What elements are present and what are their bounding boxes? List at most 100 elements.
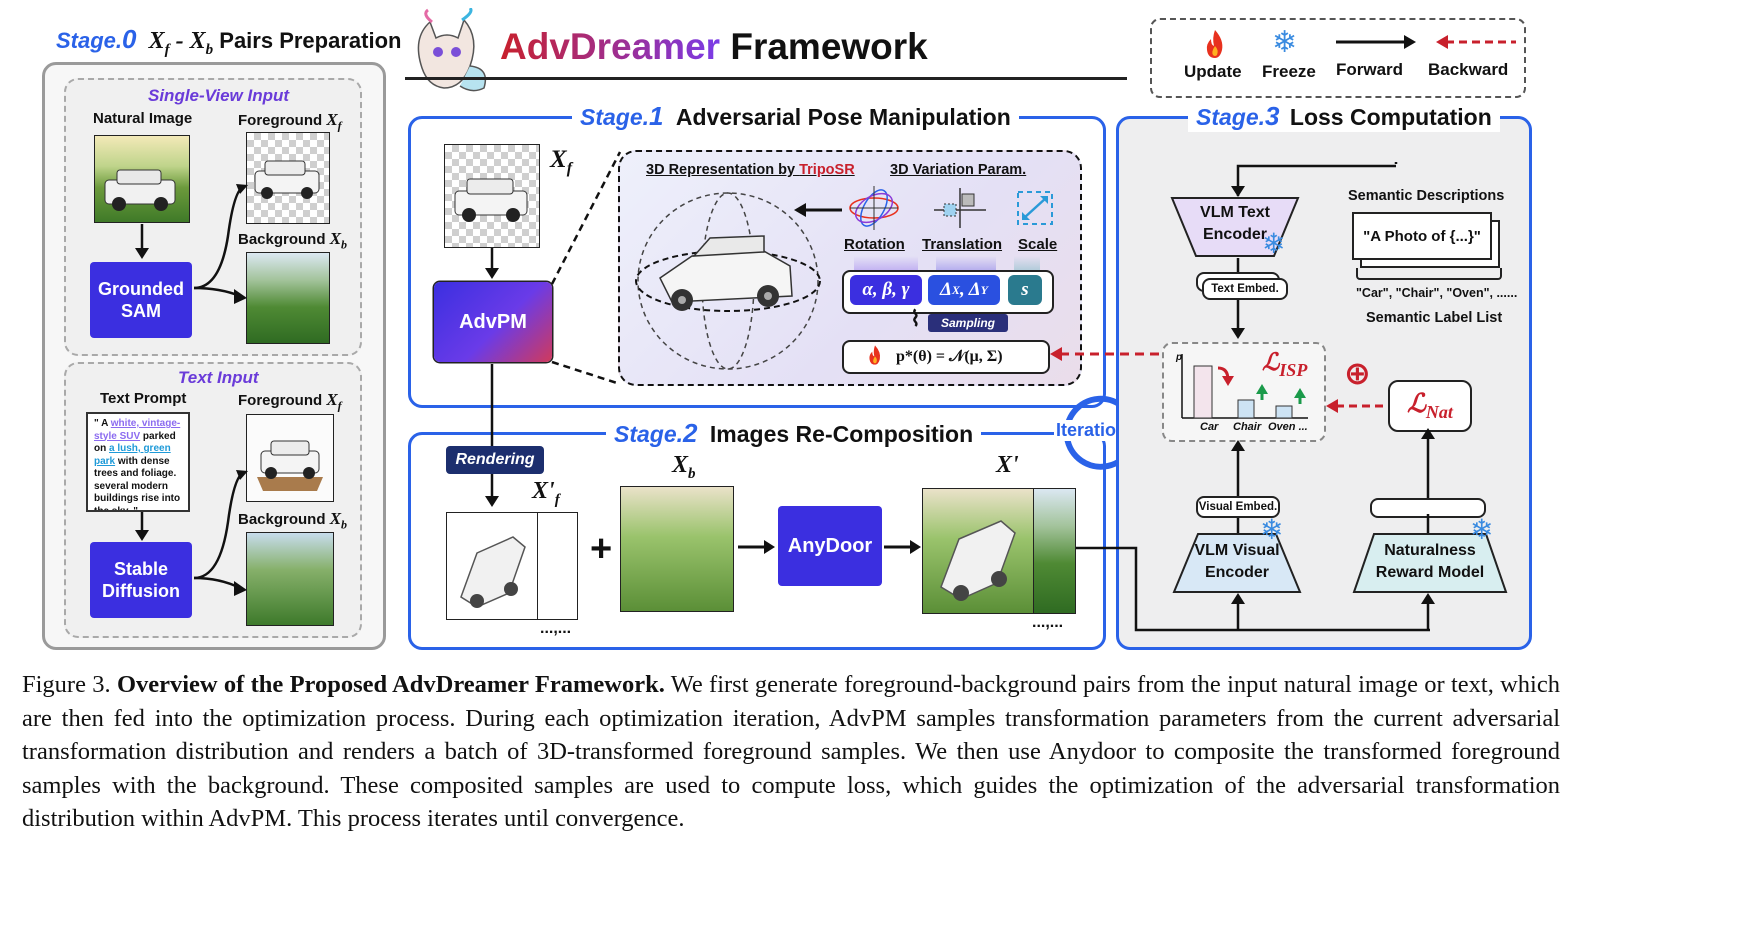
- semantic-desc-label: Semantic Descriptions: [1348, 188, 1505, 204]
- loop-to-text-encoder: [1231, 162, 1398, 197]
- fox-logo-icon: [402, 6, 492, 96]
- text-input-heading: Text Input: [178, 368, 259, 387]
- legend: Update ❄ Freeze Forward Backward: [1150, 18, 1526, 98]
- xprime-feed-line: [1076, 546, 1435, 632]
- rep-label: 3D Representation by TripoSR: [646, 162, 855, 178]
- naturalness-label: Naturalness Reward Model: [1375, 542, 1485, 581]
- stage1-num: 1: [649, 101, 664, 131]
- prompt-highlight-park: a lush, green park: [94, 443, 171, 467]
- stage1-word: Stage.: [580, 104, 650, 130]
- variation-label: 3D Variation Param.: [890, 162, 1027, 178]
- prompt-highlight-suv: white, vintage-style SUV: [94, 418, 181, 442]
- param-fade-scale: [1014, 256, 1040, 274]
- stage2-title: Stage.2 Images Re-Composition: [606, 418, 982, 449]
- stage0-math: Xf - Xb: [148, 28, 214, 58]
- rendering-label: Rendering: [446, 446, 544, 474]
- reward-up-arrow-2: [1426, 514, 1430, 536]
- stable-diffusion-box: Stable Diffusion: [90, 542, 192, 618]
- xf-prime-image: [446, 512, 538, 620]
- stage3-title: Stage.3 Loss Computation: [1188, 101, 1500, 132]
- stage2-word: Stage.: [614, 421, 684, 447]
- loss-nat-label: ℒNat: [1407, 388, 1453, 423]
- bar-car: [1193, 365, 1213, 419]
- dist-fire-icon: [866, 344, 884, 371]
- iteration-label: Iteration: [1054, 420, 1130, 441]
- vlm-visual-encoder-label: VLM Visual Encoder: [1194, 542, 1280, 581]
- advpm-box: AdvPM: [434, 282, 552, 362]
- bar-chair: [1237, 399, 1255, 419]
- prompt-rest: with dense trees and foliage. several mo…: [94, 455, 181, 512]
- ti-branch-arrows: [193, 470, 248, 596]
- loss-nat-box: ℒNat: [1388, 380, 1472, 432]
- bar-oven: [1275, 405, 1293, 419]
- stage0-heading: Pairs Preparation: [219, 28, 402, 53]
- semantic-list-label: Semantic Label List: [1366, 310, 1503, 326]
- car-sphere-illustration: [632, 186, 832, 376]
- xf-prime-stack-back: [536, 512, 578, 620]
- sampling-label: Sampling: [928, 314, 1008, 332]
- x-prime-image: [922, 488, 1034, 614]
- title-underline: [405, 77, 1127, 80]
- text-encoder-snowflake-icon: ❄: [1262, 228, 1286, 259]
- chart-cat-chair: Chair: [1233, 421, 1262, 433]
- rep-source: TripoSR: [799, 162, 855, 178]
- semantic-labels: "Car", "Chair", "Oven", ......: [1356, 286, 1518, 300]
- param-fade-trans: [936, 256, 996, 274]
- natural-image: [94, 135, 190, 223]
- stage0-word: Stage.: [56, 28, 123, 53]
- stage0-num: 0: [122, 24, 137, 54]
- loss-isp-label: ℒISP: [1262, 350, 1308, 380]
- stage3-num: 3: [1265, 101, 1280, 131]
- stage2-heading: Images Re-Composition: [709, 421, 974, 447]
- rep-left-arrow: [794, 203, 842, 217]
- chart-p-label: p: [1176, 352, 1183, 363]
- xb-label: Xb: [672, 452, 696, 482]
- text-embed-pill: Text Embed.: [1202, 278, 1288, 300]
- text-prompt-label: Text Prompt: [100, 390, 187, 407]
- vlm-text-encoder-label: VLM Text Encoder: [1200, 204, 1270, 243]
- plus-sign: +: [590, 528, 613, 570]
- prompt-mid: parked on: [94, 430, 176, 455]
- stage0-title: Stage.0 Xf - Xb Pairs Preparation: [56, 24, 401, 59]
- x-prime-ellipsis: ...,...: [1032, 614, 1064, 631]
- visual-embed-pill: Visual Embed.: [1196, 496, 1280, 518]
- stage1-heading: Adversarial Pose Manipulation: [675, 104, 1011, 130]
- fire-icon: [1202, 28, 1228, 65]
- sv-foreground-image: [246, 132, 330, 224]
- reward-snowflake-icon: ❄: [1470, 514, 1494, 545]
- photo-prompt-card: "A Photo of {...}": [1352, 212, 1492, 260]
- stage2-num: 2: [683, 418, 698, 448]
- legend-update: Update: [1184, 62, 1242, 81]
- ti-down-arrow: [135, 512, 149, 541]
- single-view-heading: Single-View Input: [148, 86, 290, 105]
- reward-up-arrow: [1421, 428, 1435, 502]
- zoom-lines: [550, 151, 622, 386]
- sampling-brace: ⌇: [910, 306, 921, 331]
- visual-encoder-snowflake-icon: ❄: [1260, 514, 1284, 545]
- backward-arrow-icon: [1436, 35, 1516, 49]
- ti-background-label: Background Xb: [238, 509, 348, 532]
- ti-foreground-label: Foreground Xf: [238, 390, 342, 413]
- xf-input-image: [444, 144, 540, 248]
- text-prompt-card: " A white, vintage-style SUV parked on a…: [86, 412, 190, 512]
- title-framework: Framework: [730, 26, 928, 67]
- distribution-formula: p*(θ) = 𝒩(μ, Σ): [896, 348, 1003, 365]
- param-fade-rot: [854, 256, 918, 274]
- oplus-icon: ⊕: [1344, 355, 1371, 391]
- param-rotation: α, β, γ: [850, 275, 922, 305]
- naturalness-reward-model: Naturalness Reward Model: [1352, 532, 1508, 594]
- sv-background-label: Background Xb: [238, 229, 348, 252]
- ti-foreground-image: [246, 414, 334, 502]
- chart-cat-oven: Oven ...: [1268, 421, 1308, 433]
- prob-chart: [1181, 354, 1308, 419]
- caption-body: We first generate foreground-background …: [22, 671, 1560, 832]
- visual-embed-label: Visual Embed.: [1198, 501, 1278, 513]
- stage1-title: Stage.1 Adversarial Pose Manipulation: [572, 101, 1019, 132]
- isp-to-distribution-arrow: [1050, 347, 1162, 361]
- sv-foreground-label: Foreground Xf: [238, 110, 342, 133]
- translation-label: Translation: [922, 236, 1003, 253]
- legend-forward: Forward: [1336, 60, 1404, 79]
- legend-freeze: Freeze: [1262, 62, 1316, 81]
- sv-branch-arrows: [193, 184, 248, 304]
- legend-backward: Backward: [1428, 60, 1509, 79]
